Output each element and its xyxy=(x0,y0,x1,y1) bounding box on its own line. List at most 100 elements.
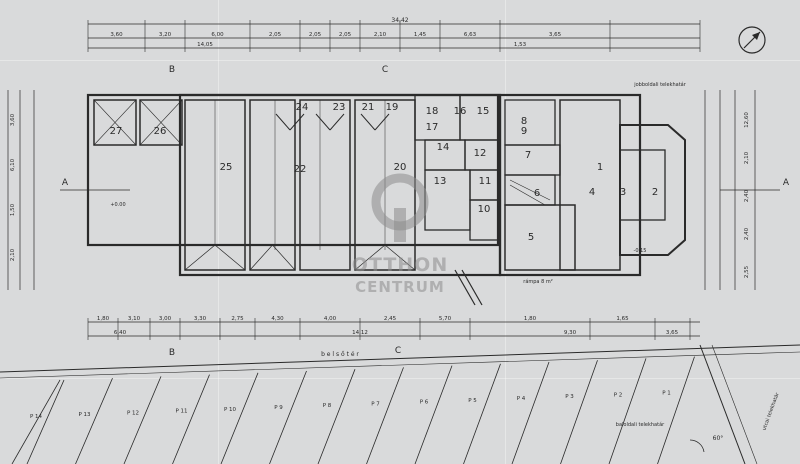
dim-label: 3,60 xyxy=(110,32,123,38)
room-number-19: 19 xyxy=(386,102,399,113)
section-C-bottom: C xyxy=(395,346,401,356)
room-number-24: 24 xyxy=(296,102,309,113)
parking-stall-line xyxy=(123,376,162,464)
dim-label: 3,00 xyxy=(159,316,172,322)
room-number-2: 2 xyxy=(652,187,658,198)
street-line xyxy=(711,344,758,464)
stair xyxy=(509,184,546,206)
dim-label: 2,10 xyxy=(374,32,387,38)
room-26 xyxy=(139,99,183,146)
room-number-27: 27 xyxy=(110,126,123,137)
parking-stall-line xyxy=(366,367,404,464)
dim-label: 1,65 xyxy=(616,316,629,322)
ramp-diag xyxy=(184,244,216,271)
stair xyxy=(509,179,551,201)
ramp-diag xyxy=(354,244,386,271)
bottom-neighbor-label: baloldali telekhatár xyxy=(616,421,665,428)
room-27 xyxy=(93,99,137,146)
chevron-wall xyxy=(374,113,390,131)
ramp-diag xyxy=(249,244,273,271)
chevron-wall xyxy=(315,113,331,131)
property-line xyxy=(0,351,800,379)
parking-stall-line xyxy=(220,372,259,464)
parking-stall-line xyxy=(511,361,550,464)
dim-label: 1,80 xyxy=(97,316,110,322)
dim-label: 1,53 xyxy=(514,42,527,48)
dim-label: 3,10 xyxy=(128,316,141,322)
parking-P-10: P 10 xyxy=(224,407,237,413)
room-4 xyxy=(504,204,576,271)
room-number-14: 14 xyxy=(437,142,450,153)
parking-stall-line xyxy=(26,379,65,464)
section-B-top: B xyxy=(169,65,175,75)
ramp-line xyxy=(454,269,476,306)
parking-P-11: P 11 xyxy=(175,409,187,415)
room-number-4: 4 xyxy=(589,187,595,198)
dim-label: 14,12 xyxy=(352,330,368,336)
parking-P-2: P 2 xyxy=(614,392,623,398)
dim-label: 12,60 xyxy=(744,112,750,128)
room-3 xyxy=(559,99,621,271)
room-8-7 xyxy=(504,99,556,146)
room-number-23: 23 xyxy=(333,102,346,113)
room-number-3: 3 xyxy=(620,187,626,198)
parking-P-8: P 8 xyxy=(323,403,332,409)
parking-P-5: P 5 xyxy=(468,398,477,404)
dim-label: 2,05 xyxy=(269,32,282,38)
parking-P-14: P 14 xyxy=(30,414,43,420)
angle-label: 60° xyxy=(713,435,724,442)
north-arrow-icon xyxy=(752,32,760,40)
section-A-left: A xyxy=(62,178,69,188)
parking-stall-line xyxy=(463,363,501,464)
room-6 xyxy=(504,144,561,176)
section-C-top: C xyxy=(382,65,388,75)
dim-label: 9,30 xyxy=(564,330,577,336)
dim-label: 3,65 xyxy=(549,32,562,38)
parking-stall-line xyxy=(657,356,695,464)
room-number-26: 26 xyxy=(154,126,167,137)
paper-fold xyxy=(218,0,219,464)
room-number-22: 22 xyxy=(294,164,307,175)
chevron-wall xyxy=(360,113,376,131)
dim-label: 5,70 xyxy=(439,316,452,322)
room-22 xyxy=(249,99,296,271)
dim-label: 2,10 xyxy=(10,248,16,261)
chevron-wall xyxy=(275,113,291,131)
dim-label: 2,05 xyxy=(339,32,352,38)
ramp-label: rámpa 8 m² xyxy=(523,278,552,285)
parking-P-7: P 7 xyxy=(371,401,380,407)
parking-stall-line xyxy=(75,378,113,464)
dim-label: 4,30 xyxy=(271,316,284,322)
dim-label: 3,20 xyxy=(159,32,172,38)
room-number-9: 9 xyxy=(521,126,527,137)
room-13 xyxy=(424,169,471,231)
room-number-11: 11 xyxy=(479,176,492,187)
diag xyxy=(93,99,137,146)
ramp-diag xyxy=(214,244,246,271)
chevron-wall xyxy=(329,113,345,131)
room-block xyxy=(414,94,461,141)
building-outline xyxy=(178,93,502,277)
street-line xyxy=(699,344,746,464)
dim-label: 2,40 xyxy=(744,227,750,240)
room-number-5: 5 xyxy=(528,232,534,243)
room-number-21: 21 xyxy=(362,102,375,113)
room-block xyxy=(459,94,501,141)
paper-fold xyxy=(0,60,800,61)
room-corridor xyxy=(299,99,351,271)
dim-label: 2,05 xyxy=(309,32,322,38)
north-arrow-icon xyxy=(738,26,766,54)
parking-stall-line xyxy=(269,370,307,464)
parking-stall-line xyxy=(414,365,453,464)
room-number-17: 17 xyxy=(426,122,439,133)
parking-stall-line xyxy=(560,360,598,464)
parking-P-6: P 6 xyxy=(420,400,429,406)
parking-stall-line xyxy=(608,358,647,464)
dim-label: 3,30 xyxy=(194,316,207,322)
parking-P-4: P 4 xyxy=(517,396,526,402)
parking-P-1: P 1 xyxy=(662,391,671,397)
yard-label: b e l s ő t é r xyxy=(321,351,359,358)
room-number-10: 10 xyxy=(478,204,491,215)
dim-label: 14,05 xyxy=(197,42,213,48)
